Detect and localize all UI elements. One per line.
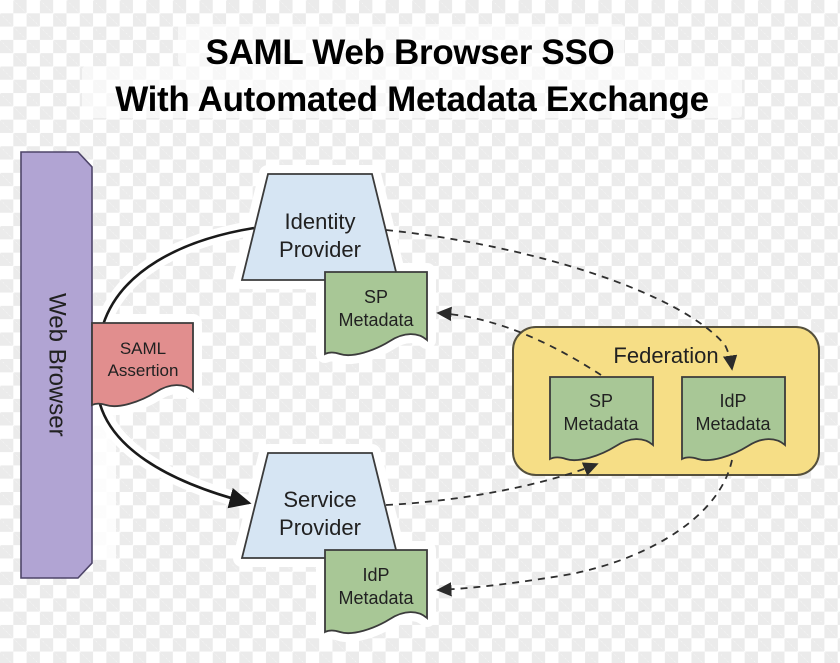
federation-sp-metadata-label: SP Metadata [563, 391, 639, 434]
federation-label: Federation [613, 342, 719, 368]
diagram-title-line-2: With Automated Metadata Exchange [115, 80, 709, 119]
federation-idp-metadata-doc [681, 376, 786, 461]
idp-to-assertion-arc [101, 226, 255, 326]
idp-metadata-doc [324, 549, 428, 634]
federation-to-sp-metadata-dashed-arrow [436, 306, 602, 376]
federation-to-idp-metadata-dashed-arrow [436, 459, 733, 597]
metadata-exchange-arrows [385, 229, 738, 597]
federation-idp-metadata-label: IdP Metadata [695, 391, 771, 434]
federation-sp-metadata-doc [549, 376, 654, 461]
sp-metadata-doc [324, 271, 428, 356]
web-browser-shape [20, 151, 93, 579]
saml-assertion-label: SAML Assertion [107, 339, 179, 380]
saml-assertion-shape [91, 322, 194, 407]
sp-to-federation-dashed-arrow [385, 462, 599, 506]
identity-provider-label: Identity Provider [279, 209, 361, 262]
idp-to-federation-dashed-arrow [385, 229, 738, 371]
assertion-to-sp-arrow [98, 403, 252, 509]
service-provider-label: Service Provider [279, 487, 361, 540]
diagram-title-line-1: SAML Web Browser SSO [205, 33, 615, 72]
sp-metadata-label: SP Metadata [338, 287, 414, 330]
web-browser-label: Web Browser [43, 293, 71, 437]
idp-metadata-label: IdP Metadata [338, 565, 414, 608]
